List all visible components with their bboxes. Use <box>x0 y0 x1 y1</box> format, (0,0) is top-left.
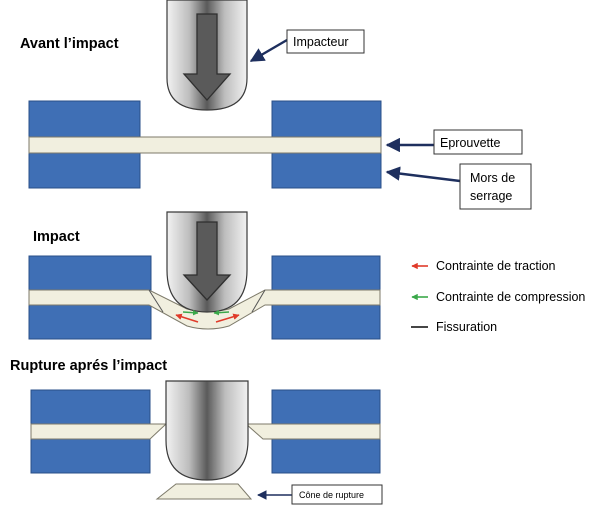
down-arrow-icon <box>182 13 232 101</box>
legend-traction-label: Contrainte de traction <box>436 259 556 273</box>
traction-arrow-left <box>175 313 199 323</box>
compression-arrow-right <box>213 309 230 316</box>
specimen-fragment-right <box>244 423 381 440</box>
traction-arrow-right <box>215 313 240 323</box>
clamp-pointer <box>385 166 461 183</box>
compression-arrow-left <box>182 309 199 316</box>
down-arrow-icon <box>182 221 232 301</box>
impactor-label-box <box>286 29 365 54</box>
specimen-label: Eprouvette <box>440 136 501 150</box>
clamp-right-after <box>271 389 381 474</box>
clamp-label-box <box>459 163 532 210</box>
stage-before: Avant l’impact Impacteur Eprouvette Mors… <box>20 0 532 210</box>
clamp-left-impact <box>28 255 152 340</box>
stage-title-after: Rupture aprés l’impact <box>10 358 167 374</box>
rupture-cone-label: Cône de rupture <box>299 490 364 500</box>
stage-title-impact: Impact <box>33 229 80 245</box>
impactor-after <box>165 380 249 481</box>
impactor-before <box>166 0 248 111</box>
clamp-right-before <box>271 100 382 189</box>
clamp-label-line1: Mors de <box>470 171 515 185</box>
clamp-label-line2: serrage <box>470 189 512 203</box>
clamp-left-before <box>28 100 141 189</box>
legend-crack-label: Fissuration <box>436 320 497 334</box>
specimen-fragment-left <box>30 423 168 440</box>
rupture-cone-label-box <box>291 484 383 505</box>
stage-title-before: Avant l’impact <box>20 36 119 52</box>
legend-compression-label: Contrainte de compression <box>436 290 585 304</box>
specimen-label-box <box>433 129 523 155</box>
stage-after: Rupture aprés l’impact Cône de rupture <box>10 358 383 505</box>
impactor-impact <box>166 211 248 313</box>
rupture-cone <box>155 483 253 500</box>
clamp-left-after <box>30 389 151 474</box>
impactor-pointer <box>249 38 288 63</box>
specimen-before <box>28 136 382 154</box>
stage-impact: Impact Contrainte de traction Contrainte… <box>28 211 585 340</box>
legend: Contrainte de traction Contrainte de com… <box>411 259 585 334</box>
crack-right <box>251 289 266 313</box>
crack-left <box>148 289 164 313</box>
impactor-label: Impacteur <box>293 35 349 49</box>
